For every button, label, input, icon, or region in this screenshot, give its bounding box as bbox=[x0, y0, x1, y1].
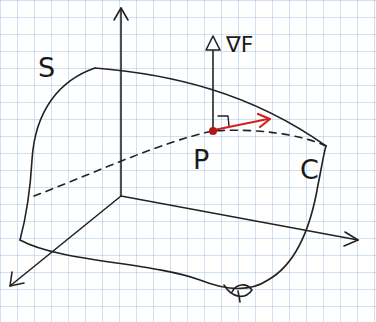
surface-left-edge bbox=[20, 68, 95, 240]
point-label: P bbox=[193, 146, 209, 173]
gradient-head bbox=[206, 36, 220, 50]
point-p bbox=[209, 127, 217, 135]
y-axis-head bbox=[344, 232, 358, 246]
tangent-head bbox=[258, 114, 270, 127]
gradient-vector bbox=[212, 50, 214, 130]
gradient-label: ∇F bbox=[226, 34, 253, 56]
surface-label: S bbox=[38, 54, 55, 81]
bottom-knot bbox=[224, 285, 252, 302]
tangent-vector bbox=[214, 119, 268, 130]
surface-front-edge bbox=[20, 146, 326, 288]
y-axis bbox=[121, 196, 358, 240]
right-angle-mark bbox=[218, 116, 229, 126]
z-axis bbox=[120, 8, 122, 196]
curve-label: C bbox=[300, 156, 319, 183]
curve-back-dashed bbox=[34, 130, 326, 196]
x-axis-head bbox=[10, 272, 24, 286]
z-axis-head bbox=[114, 8, 128, 20]
curve-top bbox=[95, 68, 326, 146]
